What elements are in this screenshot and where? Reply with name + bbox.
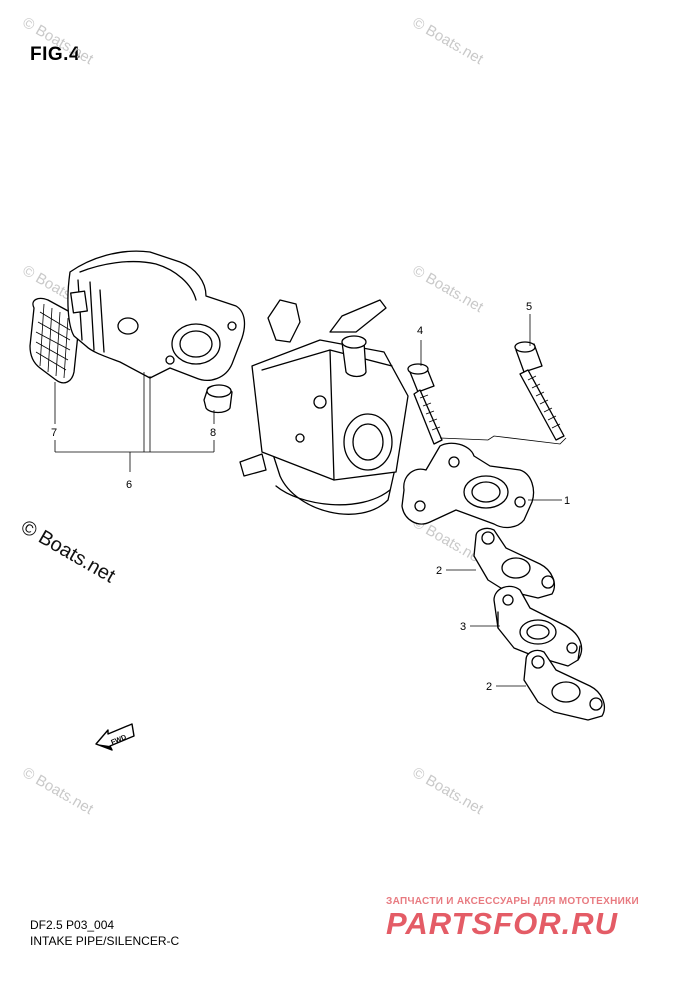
gasket-upper-part (473, 527, 555, 599)
gasket-lower-part (523, 649, 605, 721)
insulator-part (493, 585, 583, 667)
callout-8: 8 (210, 427, 216, 439)
callout-5: 5 (526, 301, 532, 313)
sleeve-part (203, 384, 233, 414)
callout-7: 7 (51, 427, 57, 439)
diagram-title: INTAKE PIPE/SILENCER-C (30, 934, 180, 948)
long-bolt-part (514, 341, 565, 441)
callout-4: 4 (417, 325, 423, 337)
forward-arrow-icon (95, 723, 135, 751)
brand-tagline: ЗАПЧАСТИ И АКСЕССУАРЫ ДЛЯ МОТОТЕХНИКИ (386, 896, 639, 907)
silencer-grille-part (29, 297, 80, 384)
callout-3: 3 (460, 621, 466, 633)
short-bolt-part (407, 363, 443, 445)
carburetor-part (239, 299, 409, 515)
silencer-case-part (67, 250, 246, 381)
callout-2: 2 (436, 565, 442, 577)
figure-title: FIG.4 (30, 44, 81, 65)
leader-lines (54, 314, 562, 687)
intake-pipe-part (401, 442, 535, 529)
diagram-code: DF2.5 P03_004 (30, 918, 115, 932)
callout-1: 1 (564, 495, 570, 507)
alignment-line (439, 435, 567, 445)
callout-6: 6 (126, 479, 132, 491)
callout-2b: 2 (486, 681, 492, 693)
brand-logo: PARTSFOR.RU (386, 906, 619, 941)
